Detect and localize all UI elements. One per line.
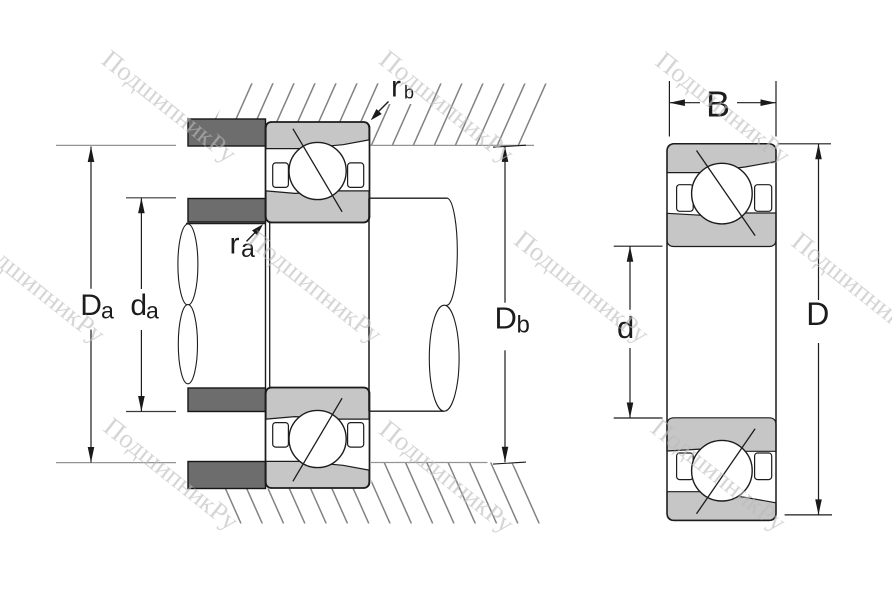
svg-text:b: b [404, 83, 414, 103]
svg-text:D: D [495, 301, 517, 336]
svg-text:b: b [517, 312, 530, 339]
svg-text:d: d [617, 310, 634, 345]
svg-text:r: r [230, 227, 240, 260]
svg-text:a: a [101, 297, 114, 323]
svg-text:a: a [241, 235, 255, 263]
svg-text:D: D [80, 289, 102, 322]
svg-text:d: d [130, 289, 147, 322]
svg-text:D: D [806, 296, 829, 332]
svg-text:B: B [706, 84, 730, 125]
svg-text:r: r [391, 70, 401, 103]
svg-text:a: a [146, 298, 159, 324]
